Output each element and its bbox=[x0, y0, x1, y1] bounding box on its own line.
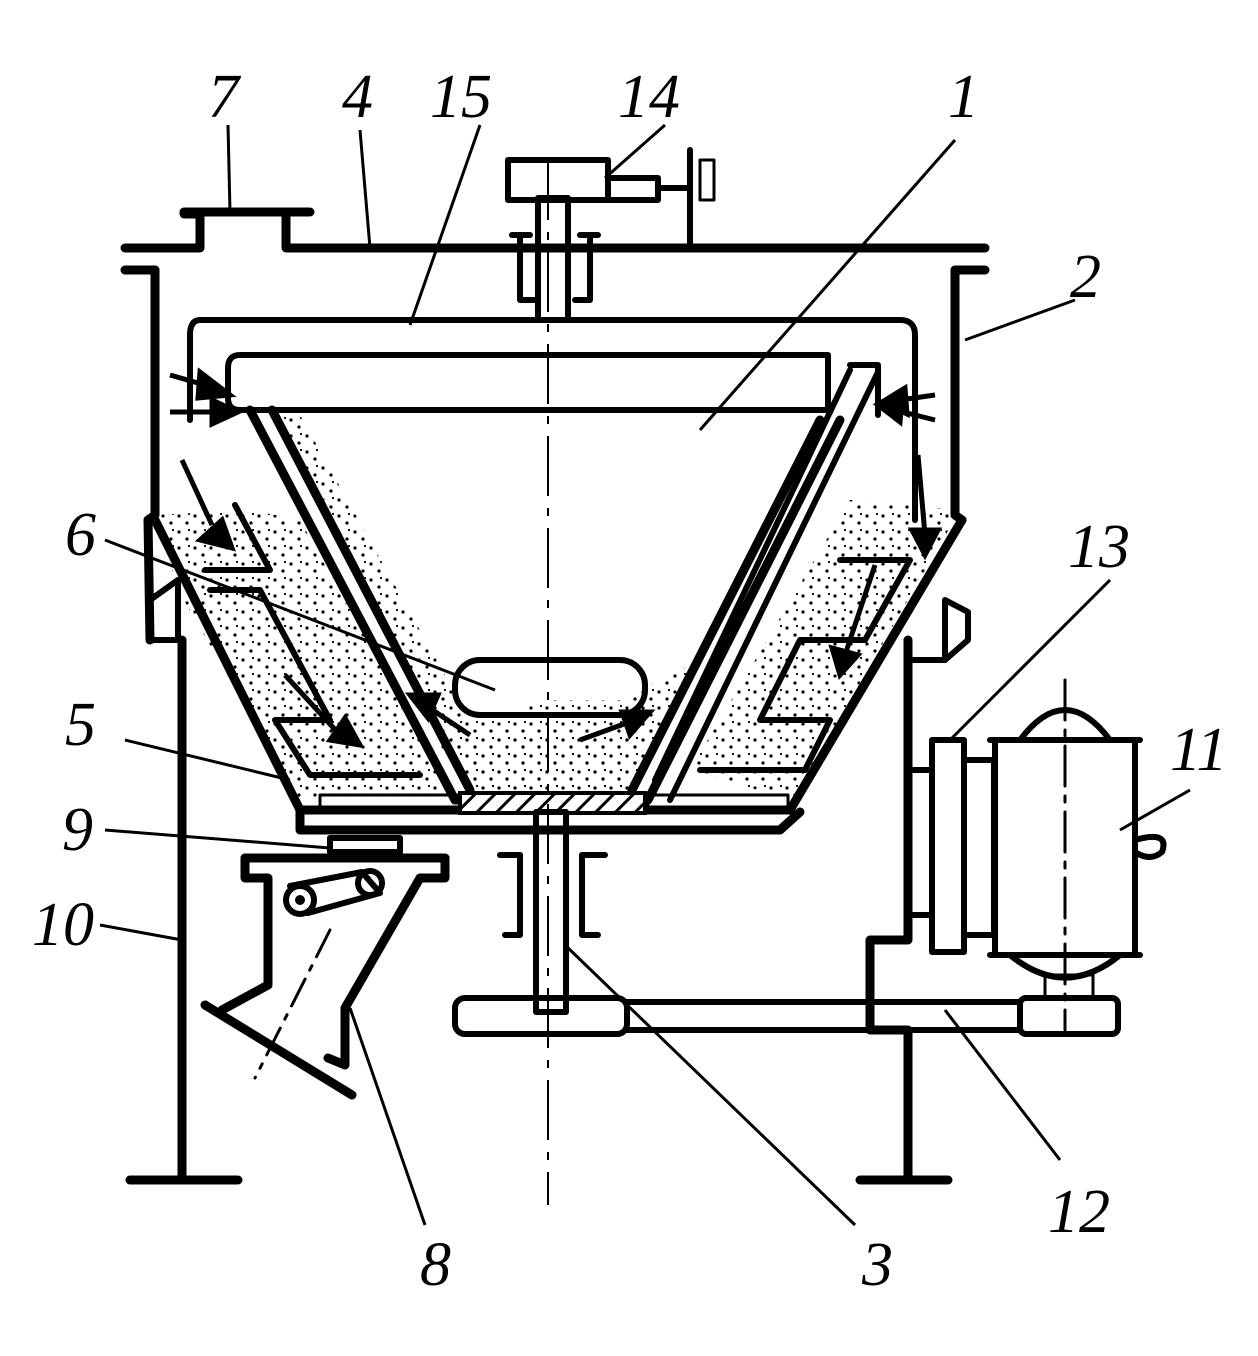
leader-12 bbox=[943, 1009, 1062, 1161]
label-5: 5 bbox=[65, 691, 96, 759]
leader-9 bbox=[104, 828, 331, 850]
leader-7 bbox=[226, 124, 232, 213]
base-frame bbox=[125, 635, 953, 1185]
motor bbox=[905, 678, 1167, 1032]
label-7: 7 bbox=[208, 63, 242, 131]
label-3: 3 bbox=[861, 1231, 893, 1299]
leader-10 bbox=[99, 923, 183, 942]
label-15: 15 bbox=[430, 63, 492, 131]
leader-1 bbox=[698, 139, 957, 431]
belt bbox=[624, 973, 1121, 1037]
labels: 1 2 3 4 5 6 7 8 9 10 11 12 13 14 15 bbox=[32, 63, 1227, 1299]
leader-lines bbox=[99, 123, 1191, 1227]
main-pulley bbox=[452, 995, 630, 1037]
bottom-crystal bbox=[430, 730, 660, 790]
inner-distributor bbox=[225, 352, 831, 413]
right-channel bbox=[697, 557, 913, 773]
label-6: 6 bbox=[65, 501, 96, 569]
right-filtrate-zone bbox=[690, 500, 960, 800]
left-filtrate-zone bbox=[155, 510, 455, 800]
distributor-ring bbox=[187, 317, 918, 523]
motor-pulley bbox=[1017, 995, 1121, 1037]
label-11: 11 bbox=[1170, 716, 1227, 784]
leader-5 bbox=[124, 738, 291, 782]
leader-3 bbox=[563, 943, 857, 1227]
leader-6 bbox=[104, 538, 496, 692]
crystal-layer bbox=[275, 415, 700, 790]
leader-13 bbox=[948, 578, 1112, 742]
label-12: 12 bbox=[1048, 1178, 1110, 1246]
top-shaft bbox=[505, 147, 716, 323]
bottom-housing bbox=[295, 807, 805, 835]
label-2: 2 bbox=[1070, 243, 1101, 311]
label-9: 9 bbox=[62, 796, 93, 864]
right-bottom-channel bbox=[646, 793, 790, 811]
leader-8 bbox=[348, 1007, 427, 1226]
leader-11 bbox=[1119, 788, 1191, 832]
left-bottom-channel bbox=[318, 793, 462, 811]
label-4: 4 bbox=[342, 63, 373, 131]
label-14: 14 bbox=[618, 63, 680, 131]
crystal-lump bbox=[452, 657, 648, 718]
left-channel-2 bbox=[207, 587, 423, 778]
label-1: 1 bbox=[948, 63, 979, 131]
leader-15 bbox=[408, 124, 482, 326]
label-10: 10 bbox=[32, 891, 94, 959]
label-13: 13 bbox=[1068, 513, 1130, 581]
leader-2 bbox=[964, 298, 1076, 342]
leader-14 bbox=[604, 123, 666, 180]
discharge-chute bbox=[200, 835, 450, 1100]
right-wash-pipe bbox=[847, 362, 881, 418]
leader-4 bbox=[358, 129, 372, 249]
label-8: 8 bbox=[420, 1231, 451, 1299]
lid bbox=[120, 207, 990, 275]
left-channel-1 bbox=[202, 502, 273, 573]
coupling bbox=[929, 737, 967, 955]
flow-arrows bbox=[169, 367, 943, 749]
bottom-shaft bbox=[452, 809, 630, 1037]
